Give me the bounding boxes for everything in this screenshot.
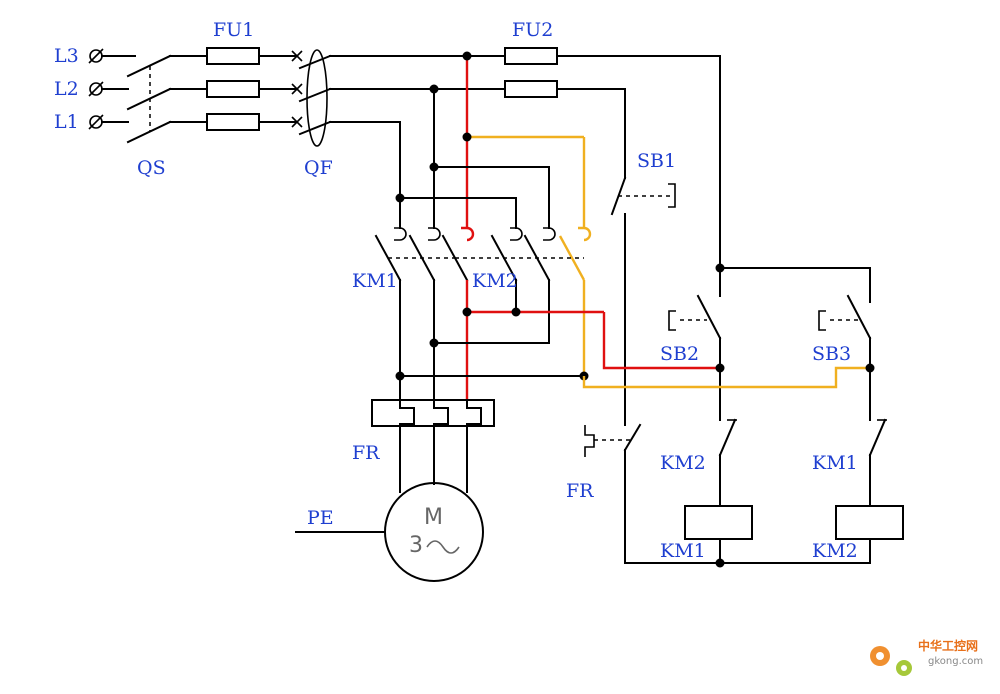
label-sb1: SB1: [637, 150, 676, 172]
sb1-stop-button: [610, 176, 676, 216]
label-l2: L2: [54, 78, 79, 100]
label-km1-main: KM1: [352, 270, 398, 292]
label-motor-m: M: [424, 505, 443, 530]
label-qs: QS: [137, 157, 166, 179]
watermark-cn: 中华工控网: [918, 638, 978, 653]
label-km2-interlock: KM2: [660, 452, 706, 474]
label-pe: PE: [307, 507, 334, 529]
km2-main-contacts: [455, 226, 592, 282]
watermark: 中华工控网 gkong.com: [870, 638, 983, 676]
sb2-start-button: [668, 267, 722, 340]
label-sb3: SB3: [812, 343, 851, 365]
supply-terminals: [88, 48, 136, 130]
label-l1: L1: [54, 111, 79, 133]
km1-main-contacts: [374, 226, 475, 282]
fu1-fuses: [206, 47, 260, 131]
label-fr-main: FR: [352, 442, 380, 464]
qf-breaker: [291, 49, 332, 147]
km2-interlock-contact: [718, 418, 737, 457]
label-fr-ctrl: FR: [566, 480, 594, 502]
sb3-start-button: [818, 294, 872, 340]
label-km1-interlock: KM1: [812, 452, 858, 474]
fr-control-contact: [584, 423, 642, 457]
km1-interlock-contact: [868, 418, 887, 457]
label-sb2: SB2: [660, 343, 699, 365]
label-fu1: FU1: [213, 19, 254, 41]
watermark-en: gkong.com: [928, 656, 983, 667]
label-qf: QF: [304, 157, 333, 179]
qs-disconnect-switch: [126, 54, 172, 144]
fu2-fuses: [504, 47, 558, 98]
fr-thermal-relay-main: [371, 375, 495, 455]
label-motor-3: 3: [409, 533, 423, 558]
km1-coil: [684, 505, 753, 540]
km2-coil: [835, 505, 904, 540]
label-km2-coil: KM2: [812, 540, 858, 562]
label-km2-main: KM2: [472, 270, 518, 292]
motor: [384, 482, 484, 582]
gear-icon: [870, 646, 912, 676]
label-l3: L3: [54, 45, 79, 67]
label-fu2: FU2: [512, 19, 553, 41]
label-km1-coil: KM1: [660, 540, 706, 562]
